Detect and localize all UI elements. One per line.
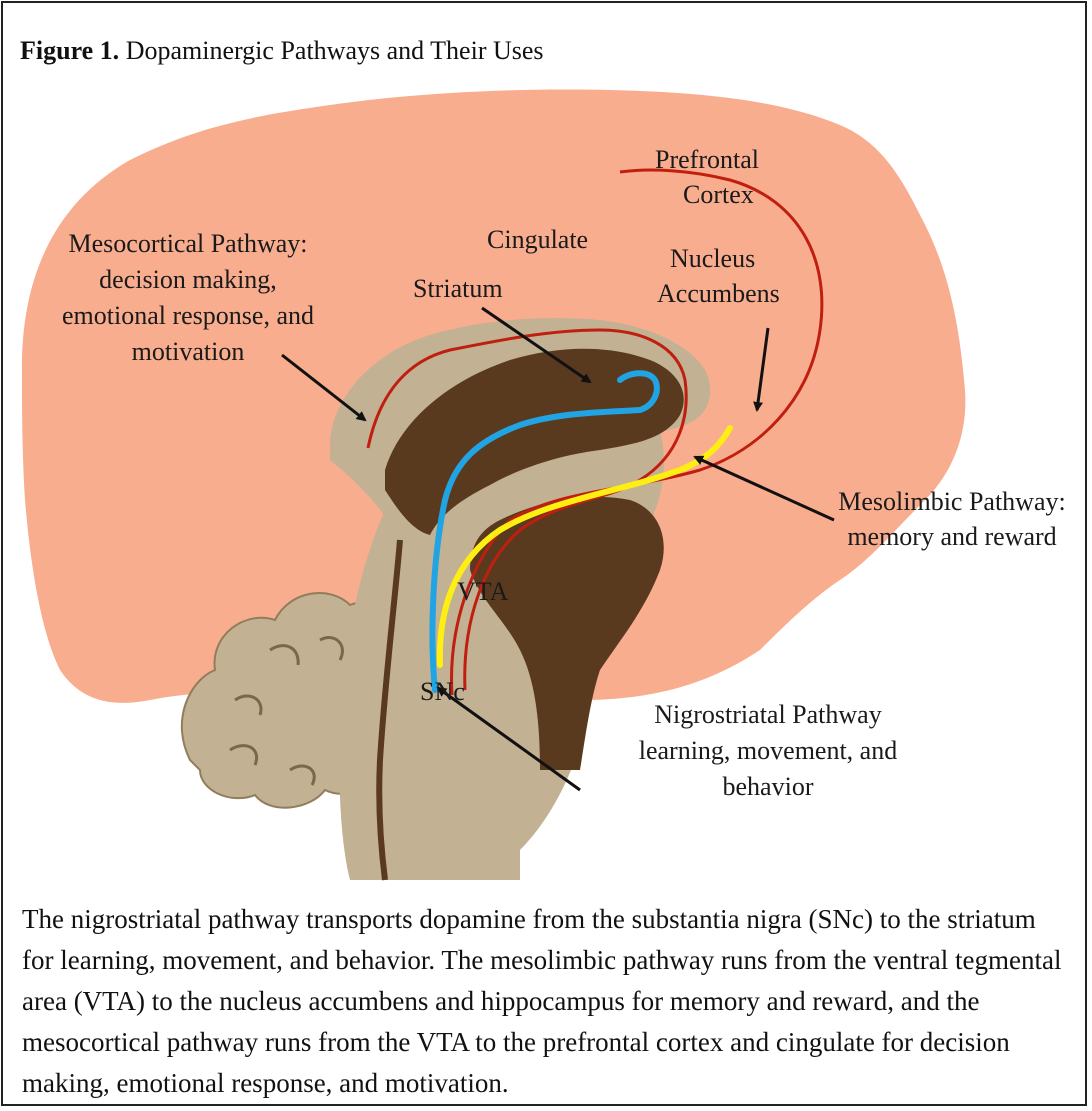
- label-prefrontal-line1: Prefrontal: [655, 145, 759, 174]
- label-cingulate: Cingulate: [487, 225, 588, 254]
- figure-title: Figure 1. Dopaminergic Pathways and Thei…: [20, 36, 544, 66]
- figure-label: Figure 1.: [20, 36, 119, 65]
- label-prefrontal-line2: Cortex: [683, 180, 754, 209]
- label-mesolimbic-line1: Mesolimbic Pathway:: [838, 487, 1065, 516]
- label-nigrostriatal-line3: behavior: [723, 772, 814, 801]
- label-mesolimbic-line2: memory and reward: [847, 522, 1056, 551]
- label-nigrostriatal-line2: learning, movement, and: [639, 736, 897, 765]
- label-nigrostriatal: Nigrostriatal Pathway learning, movement…: [639, 700, 897, 801]
- label-mesocortical-line2: decision making,: [99, 265, 277, 294]
- label-mesocortical-line3: emotional response, and: [62, 301, 314, 330]
- label-nucleus-line1: Nucleus: [670, 244, 755, 273]
- label-snc: SNc: [420, 677, 465, 706]
- label-mesocortical-line1: Mesocortical Pathway:: [69, 229, 308, 258]
- label-mesocortical-line4: motivation: [132, 337, 245, 366]
- label-nigrostriatal-line1: Nigrostriatal Pathway: [654, 700, 881, 729]
- label-vta: VTA: [457, 577, 509, 606]
- label-striatum: Striatum: [413, 274, 503, 303]
- label-nucleus-line2: Accumbens: [657, 279, 780, 308]
- figure-caption: The nigrostriatal pathway transports dop…: [22, 899, 1062, 1104]
- figure-title-text: Dopaminergic Pathways and Their Uses: [126, 36, 544, 65]
